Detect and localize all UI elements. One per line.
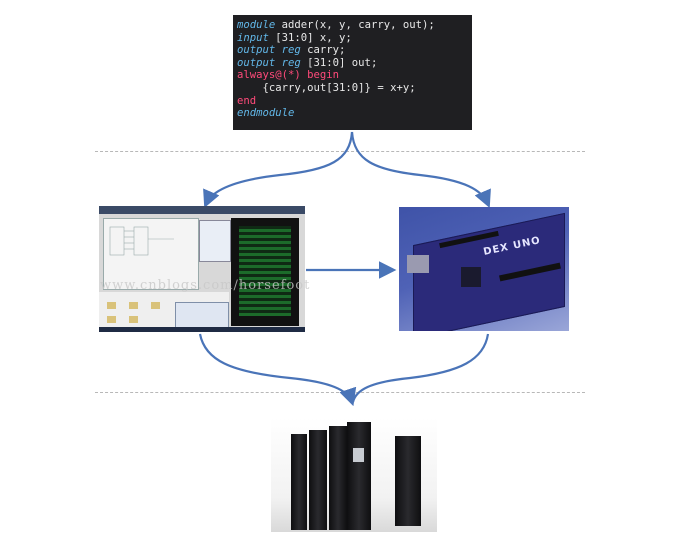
code-token: output reg [237, 44, 301, 57]
code-token: output reg [237, 56, 301, 69]
window-titlebar [99, 206, 305, 214]
server-rack-2 [309, 430, 327, 530]
code-token: input [237, 31, 269, 44]
server-rack-3 [329, 426, 347, 530]
verilog-code-panel: module adder(x, y, carry, out);input [31… [233, 15, 472, 130]
chip [461, 267, 481, 287]
arrow-code-to-simulation [203, 131, 354, 209]
code-token: [31:0] out; [300, 56, 378, 69]
code-line: end [237, 95, 472, 108]
code-line: {carry,out[31:0]} = x+y; [237, 82, 472, 95]
code-token: [31:0] x, y; [268, 31, 352, 44]
server-racks-image [271, 418, 437, 532]
code-token: always@(*) begin [237, 69, 340, 82]
rack-panel [353, 448, 364, 462]
taskbar [99, 327, 305, 332]
usb-connector [407, 255, 429, 273]
fpga-tool-screenshot [99, 206, 305, 332]
arrow-code-to-board [350, 131, 491, 209]
dev-board-image: DEX UNO [399, 207, 569, 331]
dashed-separator-top [95, 151, 585, 152]
code-line: output reg [31:0] out; [237, 57, 472, 70]
code-token: module [237, 19, 276, 31]
code-line: endmodule [237, 107, 472, 120]
code-line: module adder(x, y, carry, out); [237, 19, 472, 32]
watermark: www.cnblogs.com/horsefoot [100, 278, 311, 293]
code-token: carry; [300, 44, 346, 57]
code-token: end [237, 94, 257, 107]
server-rack-1 [291, 434, 307, 530]
code-token: adder(x, y, carry, out); [275, 19, 435, 31]
server-rack-5 [395, 436, 421, 526]
arrow-board-to-servers [351, 333, 490, 403]
code-token: endmodule [237, 107, 295, 120]
server-rack-4 [347, 422, 371, 530]
arrow-simulation-to-servers [198, 333, 357, 407]
code-token: {carry,out[31:0]} = x+y; [237, 81, 416, 94]
code-line: input [31:0] x, y; [237, 32, 472, 45]
code-line: output reg carry; [237, 44, 472, 57]
properties-window [199, 220, 231, 262]
code-line: always@(*) begin [237, 69, 472, 82]
schematic-window [103, 218, 199, 290]
chip-planner-view [231, 218, 299, 326]
